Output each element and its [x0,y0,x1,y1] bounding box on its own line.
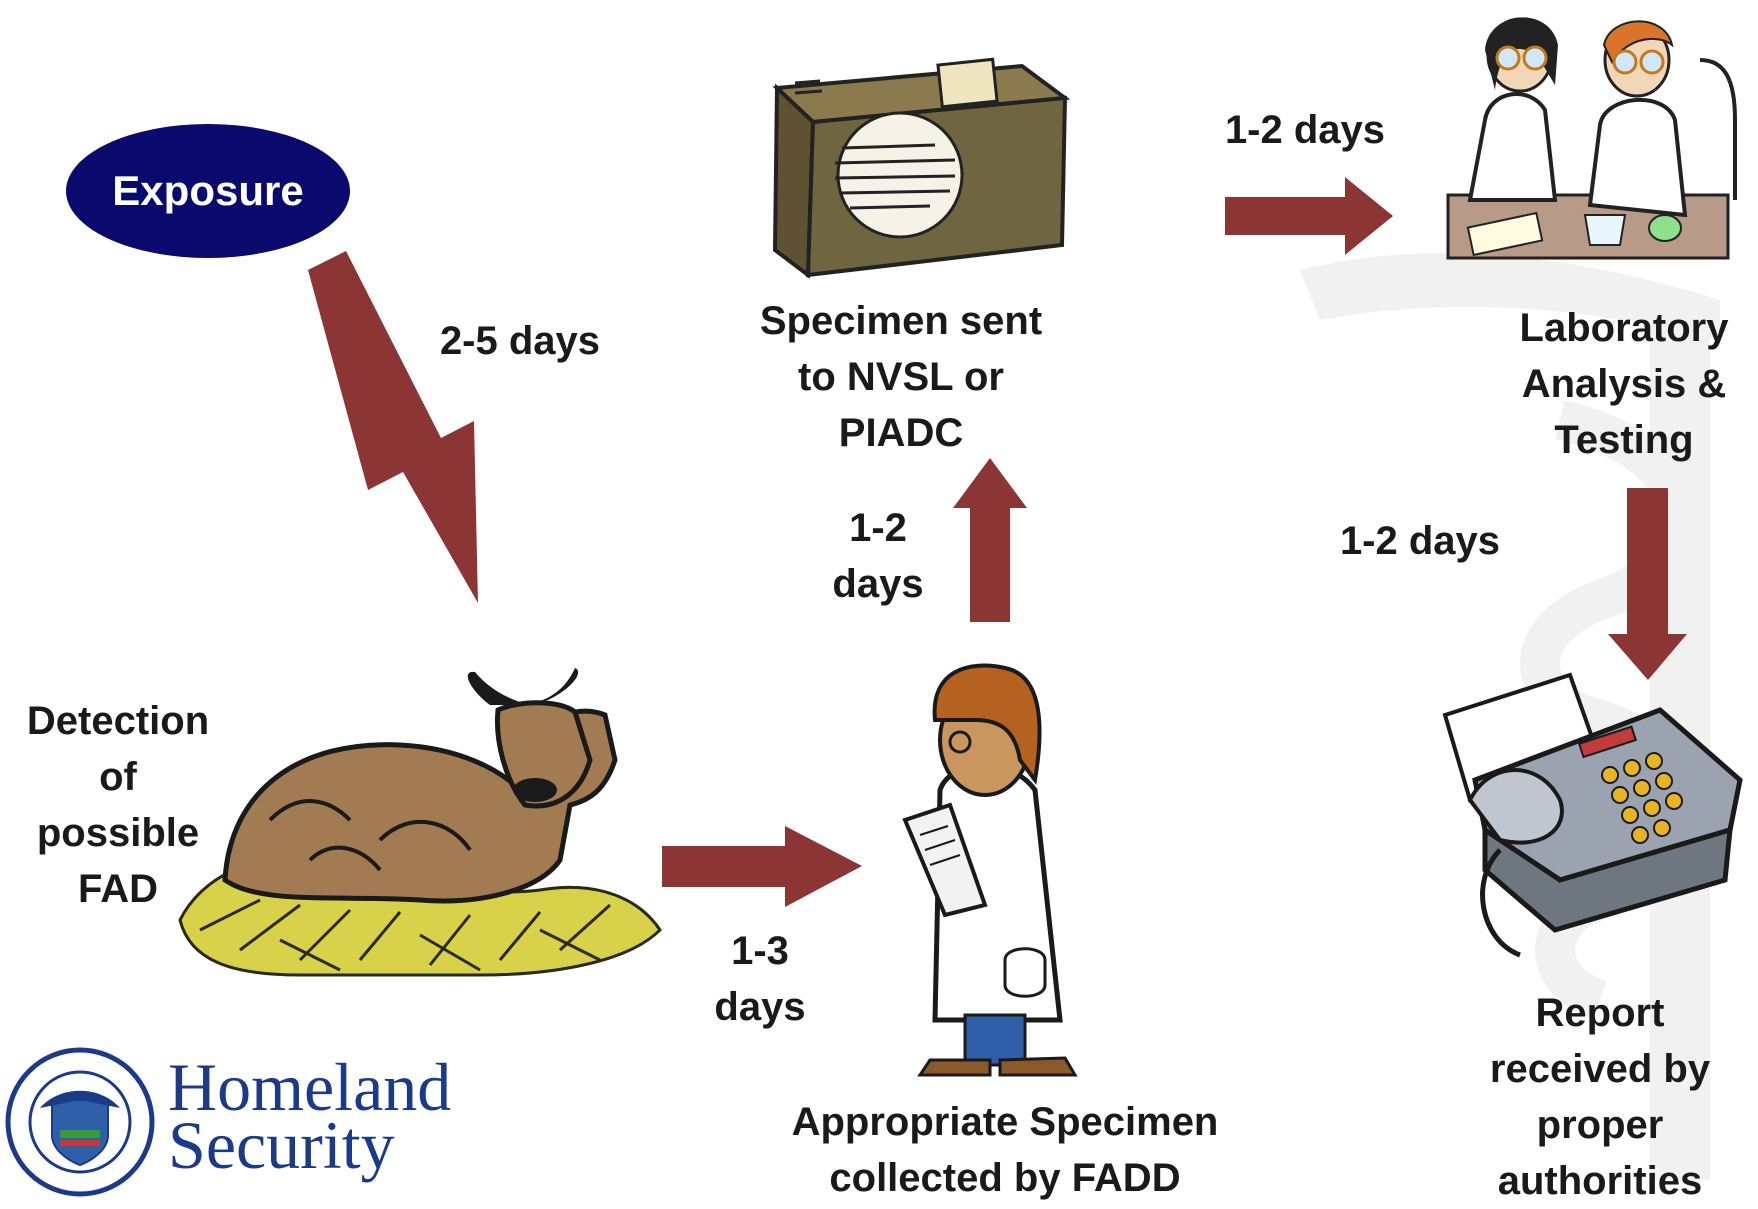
duration-detection-to-collection: 1-3 days [714,929,806,1029]
specimen-collected-label: Appropriate Specimen collected by FADD [791,1100,1219,1200]
duration-collection-to-shipment: 1-2 days [832,506,924,606]
duration-shipment-to-lab: 1-2 days [1224,108,1386,152]
arrow-exposure-to-detection [308,251,478,603]
detection-label: Detection of possible FAD [26,699,210,911]
duration-exposure-to-detection: 2-5 days [439,319,601,363]
exposure-label: Exposure [112,167,304,214]
exposure-node: Exposure [66,124,350,258]
arrow-shipment-to-lab [1225,177,1393,255]
lab-analysis-label: Laboratory Analysis & Testing [1519,306,1729,462]
specimen-sent-label: Specimen sent to NVSL or PIADC [759,299,1043,455]
arrow-collection-to-shipment [953,458,1027,622]
duration-lab-to-report: 1-2 days [1339,519,1501,563]
homeland-security-wordmark: Homeland Security [168,1049,452,1183]
arrow-detection-to-collection [662,826,862,907]
report-received-label: Report received by proper authorities [1489,991,1711,1203]
arrow-lab-to-report [1608,488,1687,680]
